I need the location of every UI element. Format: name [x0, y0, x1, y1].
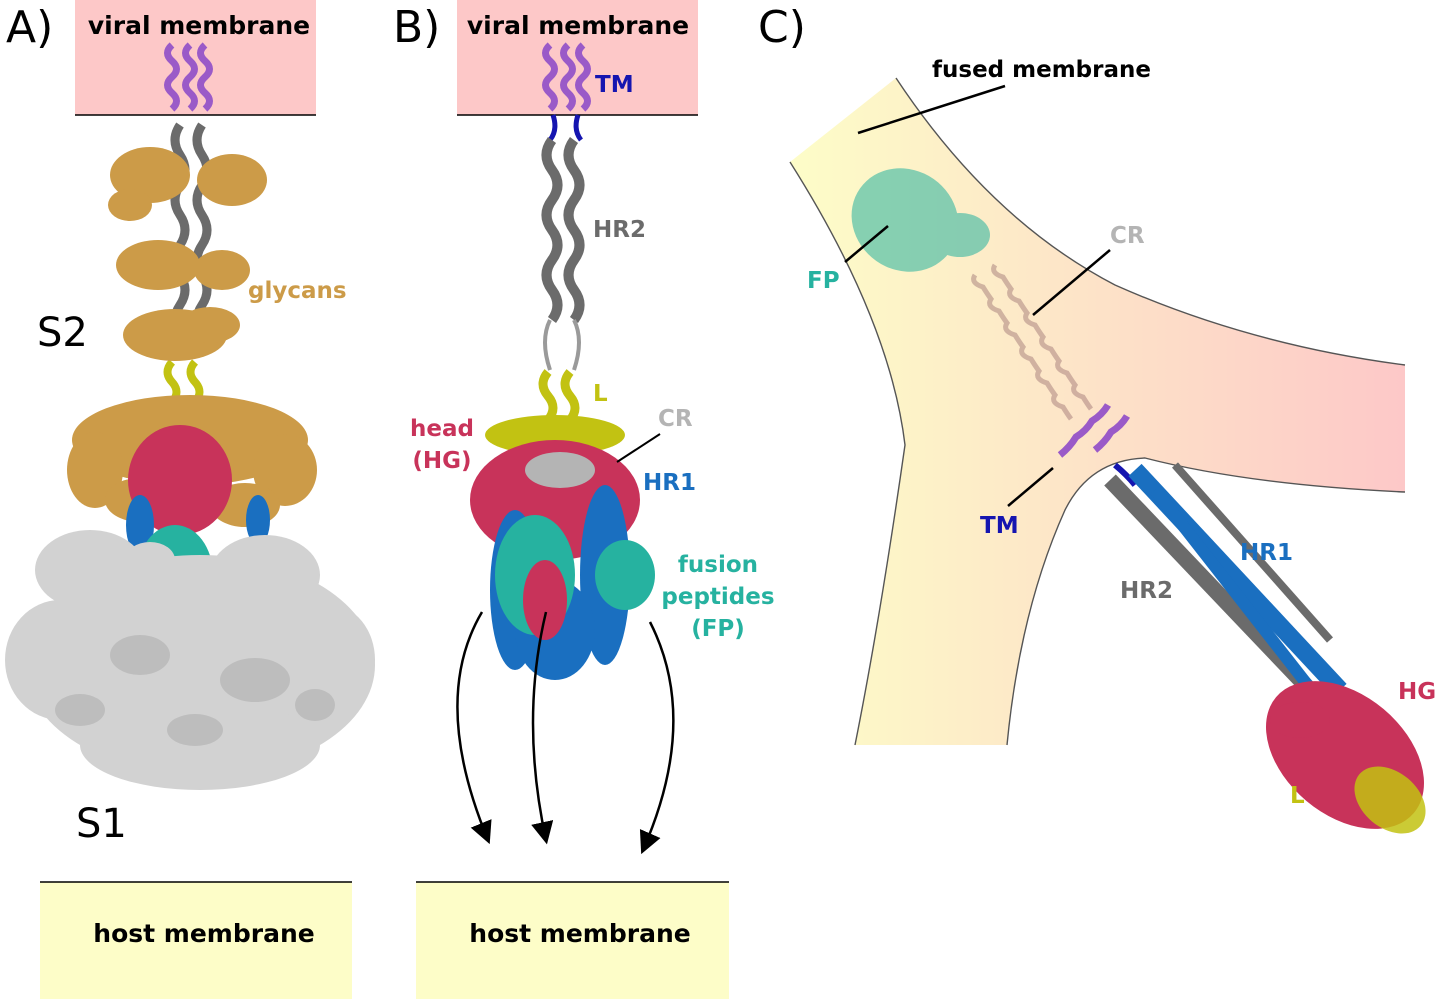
panel-c-label: C) — [758, 2, 806, 53]
hr-bundle-c — [1104, 462, 1347, 724]
fusion-peptides-c — [851, 168, 990, 272]
host-membrane-b — [416, 882, 729, 999]
fused-membrane-label: fused membrane — [932, 57, 1151, 83]
panel-b-label: B) — [393, 2, 440, 53]
hr1-label-c: HR1 — [1240, 540, 1293, 566]
host-membrane-a — [40, 882, 352, 999]
head-strand-b — [523, 560, 567, 640]
head-abbrev-label-b: (HG) — [412, 448, 471, 474]
tm-label-c: TM — [980, 513, 1019, 539]
fp-label-b: (FP) — [691, 616, 745, 642]
l-cap-b — [485, 415, 625, 455]
l-region-b — [538, 369, 580, 423]
fusion-label-b: fusion — [678, 552, 758, 578]
host-membrane-b-label: host membrane — [469, 919, 690, 948]
hr2-helix-b — [541, 137, 585, 323]
host-membrane-a-label: host membrane — [93, 919, 314, 948]
tm-helix-c — [1057, 403, 1131, 458]
hr2-label-b: HR2 — [593, 217, 646, 243]
cr-pointer-c — [1032, 249, 1111, 316]
tm-helix-a — [164, 42, 213, 112]
l-label-b: L — [593, 381, 608, 407]
hg-label-c: HG — [1398, 679, 1436, 705]
peptides-label-b: peptides — [661, 584, 774, 610]
fp-pointer-c — [844, 225, 889, 263]
cr-pointer-b — [616, 433, 661, 463]
fp-label-c: FP — [807, 268, 840, 294]
hr1-label-b: HR1 — [643, 470, 696, 496]
s1-surface-a — [5, 530, 375, 790]
s1-label: S1 — [76, 801, 127, 847]
cr-label-c: CR — [1110, 223, 1145, 249]
tm-helix-b — [542, 42, 591, 112]
panel-a-label: A) — [6, 2, 53, 53]
s1-shading-a — [55, 635, 335, 746]
l-label-c: L — [1290, 783, 1305, 809]
head-c — [1266, 681, 1426, 834]
fused-membrane-pointer — [857, 84, 1006, 135]
tm-anchor-b — [547, 114, 584, 142]
panel-a: A) viral membrane — [5, 0, 375, 999]
viral-membrane-b-label: viral membrane — [467, 11, 689, 40]
stalk-a — [170, 122, 212, 338]
insertion-arrows-b — [456, 611, 675, 855]
tm-label-b: TM — [595, 72, 634, 98]
tm-anchor-c — [1113, 462, 1138, 487]
linker-b — [543, 319, 581, 371]
tm-pointer-c — [1007, 467, 1054, 507]
glycans-label: glycans — [248, 278, 347, 304]
fused-membrane-edges — [789, 77, 1406, 746]
hr2-label-c: HR2 — [1120, 578, 1173, 604]
viral-membrane-a-label: viral membrane — [88, 11, 310, 40]
s2-label: S2 — [37, 310, 88, 356]
panel-c: C) — [758, 2, 1436, 834]
stalk-c — [971, 263, 1094, 421]
head-label-b: head — [410, 416, 474, 442]
cr-label-b: CR — [658, 406, 693, 432]
panel-b: B) viral membrane — [393, 0, 775, 999]
